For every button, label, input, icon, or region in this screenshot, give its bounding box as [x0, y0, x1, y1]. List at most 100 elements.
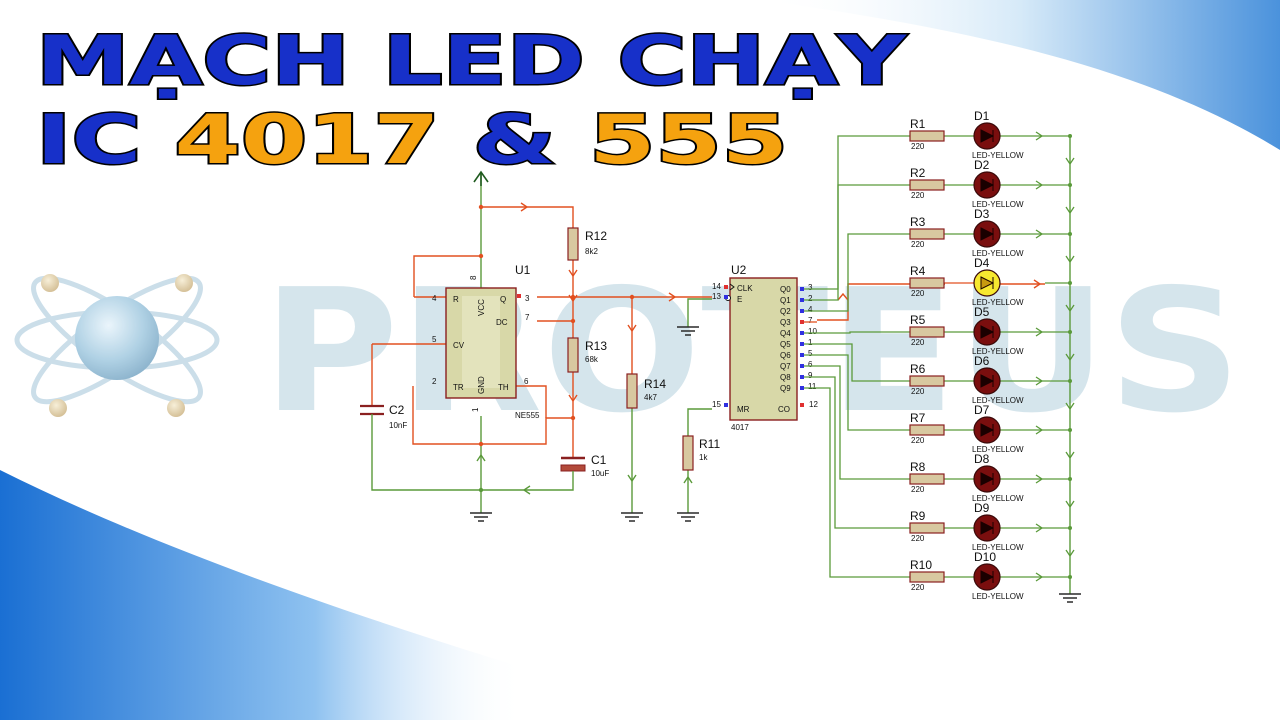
- diode-symbol-icon: [980, 570, 995, 584]
- c2-value: 10nF: [389, 421, 407, 430]
- u1-pin-dc: DC: [496, 318, 508, 327]
- resistor-ref: R1: [910, 117, 926, 131]
- current-arrow-icon: [1065, 402, 1075, 411]
- power-terminal-icon: [473, 170, 489, 186]
- diode-symbol-icon: [980, 325, 995, 339]
- led-type: LED-YELLOW: [972, 592, 1024, 601]
- led-type: LED-YELLOW: [972, 396, 1024, 405]
- current-arrow-icon: [1035, 376, 1044, 386]
- u2-pin-marker: [800, 287, 804, 291]
- c2-ref: C2: [389, 403, 405, 417]
- ground-icon: [677, 512, 699, 522]
- u2-output-label: Q5: [780, 340, 791, 349]
- resistor-body: [909, 326, 945, 338]
- title-line-2-part-a: IC: [36, 101, 175, 180]
- u2-pin-14: 14: [712, 282, 721, 291]
- u2-output-pin-number: 11: [808, 382, 817, 391]
- u1-pin-gnd: GND: [477, 376, 486, 394]
- ic-u1-555[interactable]: U1 NE555 R VCC Q DC CV TR GND TH 4 8 3 7…: [432, 263, 540, 420]
- u2-pin-marker: [800, 375, 804, 379]
- led-ref: D3: [974, 207, 990, 221]
- resistor-value: 220: [911, 436, 925, 445]
- led-ref: D1: [974, 109, 990, 123]
- junction-dot: [1068, 183, 1072, 187]
- current-arrow-icon: [1035, 229, 1044, 239]
- ground-icon: [1059, 593, 1081, 603]
- resistor-value: 220: [911, 583, 925, 592]
- u2-pin-marker: [800, 364, 804, 368]
- led-type: LED-YELLOW: [972, 200, 1024, 209]
- component-r11[interactable]: R11 1k: [682, 435, 720, 471]
- component-c2[interactable]: C2 10nF: [360, 403, 407, 430]
- current-arrow-icon: [1035, 327, 1044, 337]
- u2-output-pin-number: 3: [808, 283, 813, 292]
- component-r14[interactable]: R14 4k7: [626, 373, 666, 409]
- current-arrow-icon: [1035, 474, 1044, 484]
- resistor-ref: R8: [910, 460, 926, 474]
- led-type: LED-YELLOW: [972, 249, 1024, 258]
- u2-pin-marker: [800, 309, 804, 313]
- u2-pin-marker: [800, 298, 804, 302]
- u2-output-pin-number: 10: [808, 327, 817, 336]
- u1-pin-3: 3: [525, 294, 530, 303]
- r13-ref: R13: [585, 339, 607, 353]
- junction-dot: [1068, 281, 1072, 285]
- ground-icon: [677, 326, 699, 336]
- u2-pin-13: 13: [712, 292, 721, 301]
- diode-symbol-icon: [980, 276, 995, 290]
- resistor-ref: R6: [910, 362, 926, 376]
- diode-symbol-icon: [980, 472, 995, 486]
- u2-output-label: Q3: [780, 318, 791, 327]
- led-ref: D10: [974, 550, 996, 564]
- led-type: LED-YELLOW: [972, 151, 1024, 160]
- u2-output-label: Q8: [780, 373, 791, 382]
- r12-ref: R12: [585, 229, 607, 243]
- current-arrow-icon: [1035, 523, 1044, 533]
- resistor-value: 220: [911, 534, 925, 543]
- u1-pin-2: 2: [432, 377, 437, 386]
- component-c1[interactable]: C1 10uF: [560, 453, 609, 478]
- current-arrow-icon: [1065, 353, 1075, 362]
- diode-symbol-icon: [980, 374, 995, 388]
- component-r12[interactable]: R12 8k2: [567, 227, 607, 261]
- led-type: LED-YELLOW: [972, 298, 1024, 307]
- junction-dot: [1068, 575, 1072, 579]
- led-ref: D8: [974, 452, 990, 466]
- u2-pin-marker: [800, 320, 804, 324]
- led-ref: D7: [974, 403, 990, 417]
- resistor-ref: R5: [910, 313, 926, 327]
- u1-pin-7: 7: [525, 313, 530, 322]
- resistor-ref: R3: [910, 215, 926, 229]
- u2-output-pin-number: 1: [808, 338, 813, 347]
- u1-pin-1: 1: [471, 407, 480, 412]
- junction-dot: [1068, 232, 1072, 236]
- resistor-value: 220: [911, 485, 925, 494]
- u2-output-label: Q2: [780, 307, 791, 316]
- u1-pin-4: 4: [432, 294, 437, 303]
- u2-output-label: Q9: [780, 384, 791, 393]
- u2-pin-marker: [800, 353, 804, 357]
- u2-output-pin-number: 7: [808, 316, 813, 325]
- u2-pin-co: CO: [778, 405, 790, 414]
- ground-symbols: [470, 326, 1081, 603]
- resistor-ref: R10: [910, 558, 932, 572]
- led-ref: D4: [974, 256, 990, 270]
- title-line-2-part-d: 555: [589, 101, 788, 180]
- u1-pin-r: R: [453, 295, 459, 304]
- u2-output-label: Q1: [780, 296, 791, 305]
- current-arrow-icon: [1035, 572, 1044, 582]
- component-r13[interactable]: R13 68k: [567, 337, 607, 373]
